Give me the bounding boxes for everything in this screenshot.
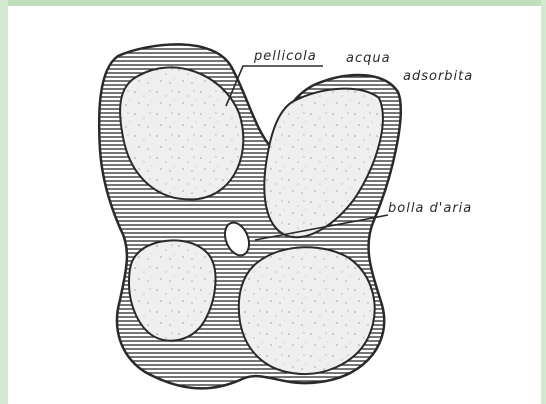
label-bolla-daria: bolla d'aria — [388, 201, 472, 216]
soil-particle-lower-left — [129, 240, 216, 340]
label-acqua: acqua — [346, 51, 391, 66]
label-pellicola: pellicola — [253, 49, 317, 64]
soil-particle-lower-right — [239, 247, 375, 374]
label-adsorbita: adsorbita — [403, 69, 473, 84]
